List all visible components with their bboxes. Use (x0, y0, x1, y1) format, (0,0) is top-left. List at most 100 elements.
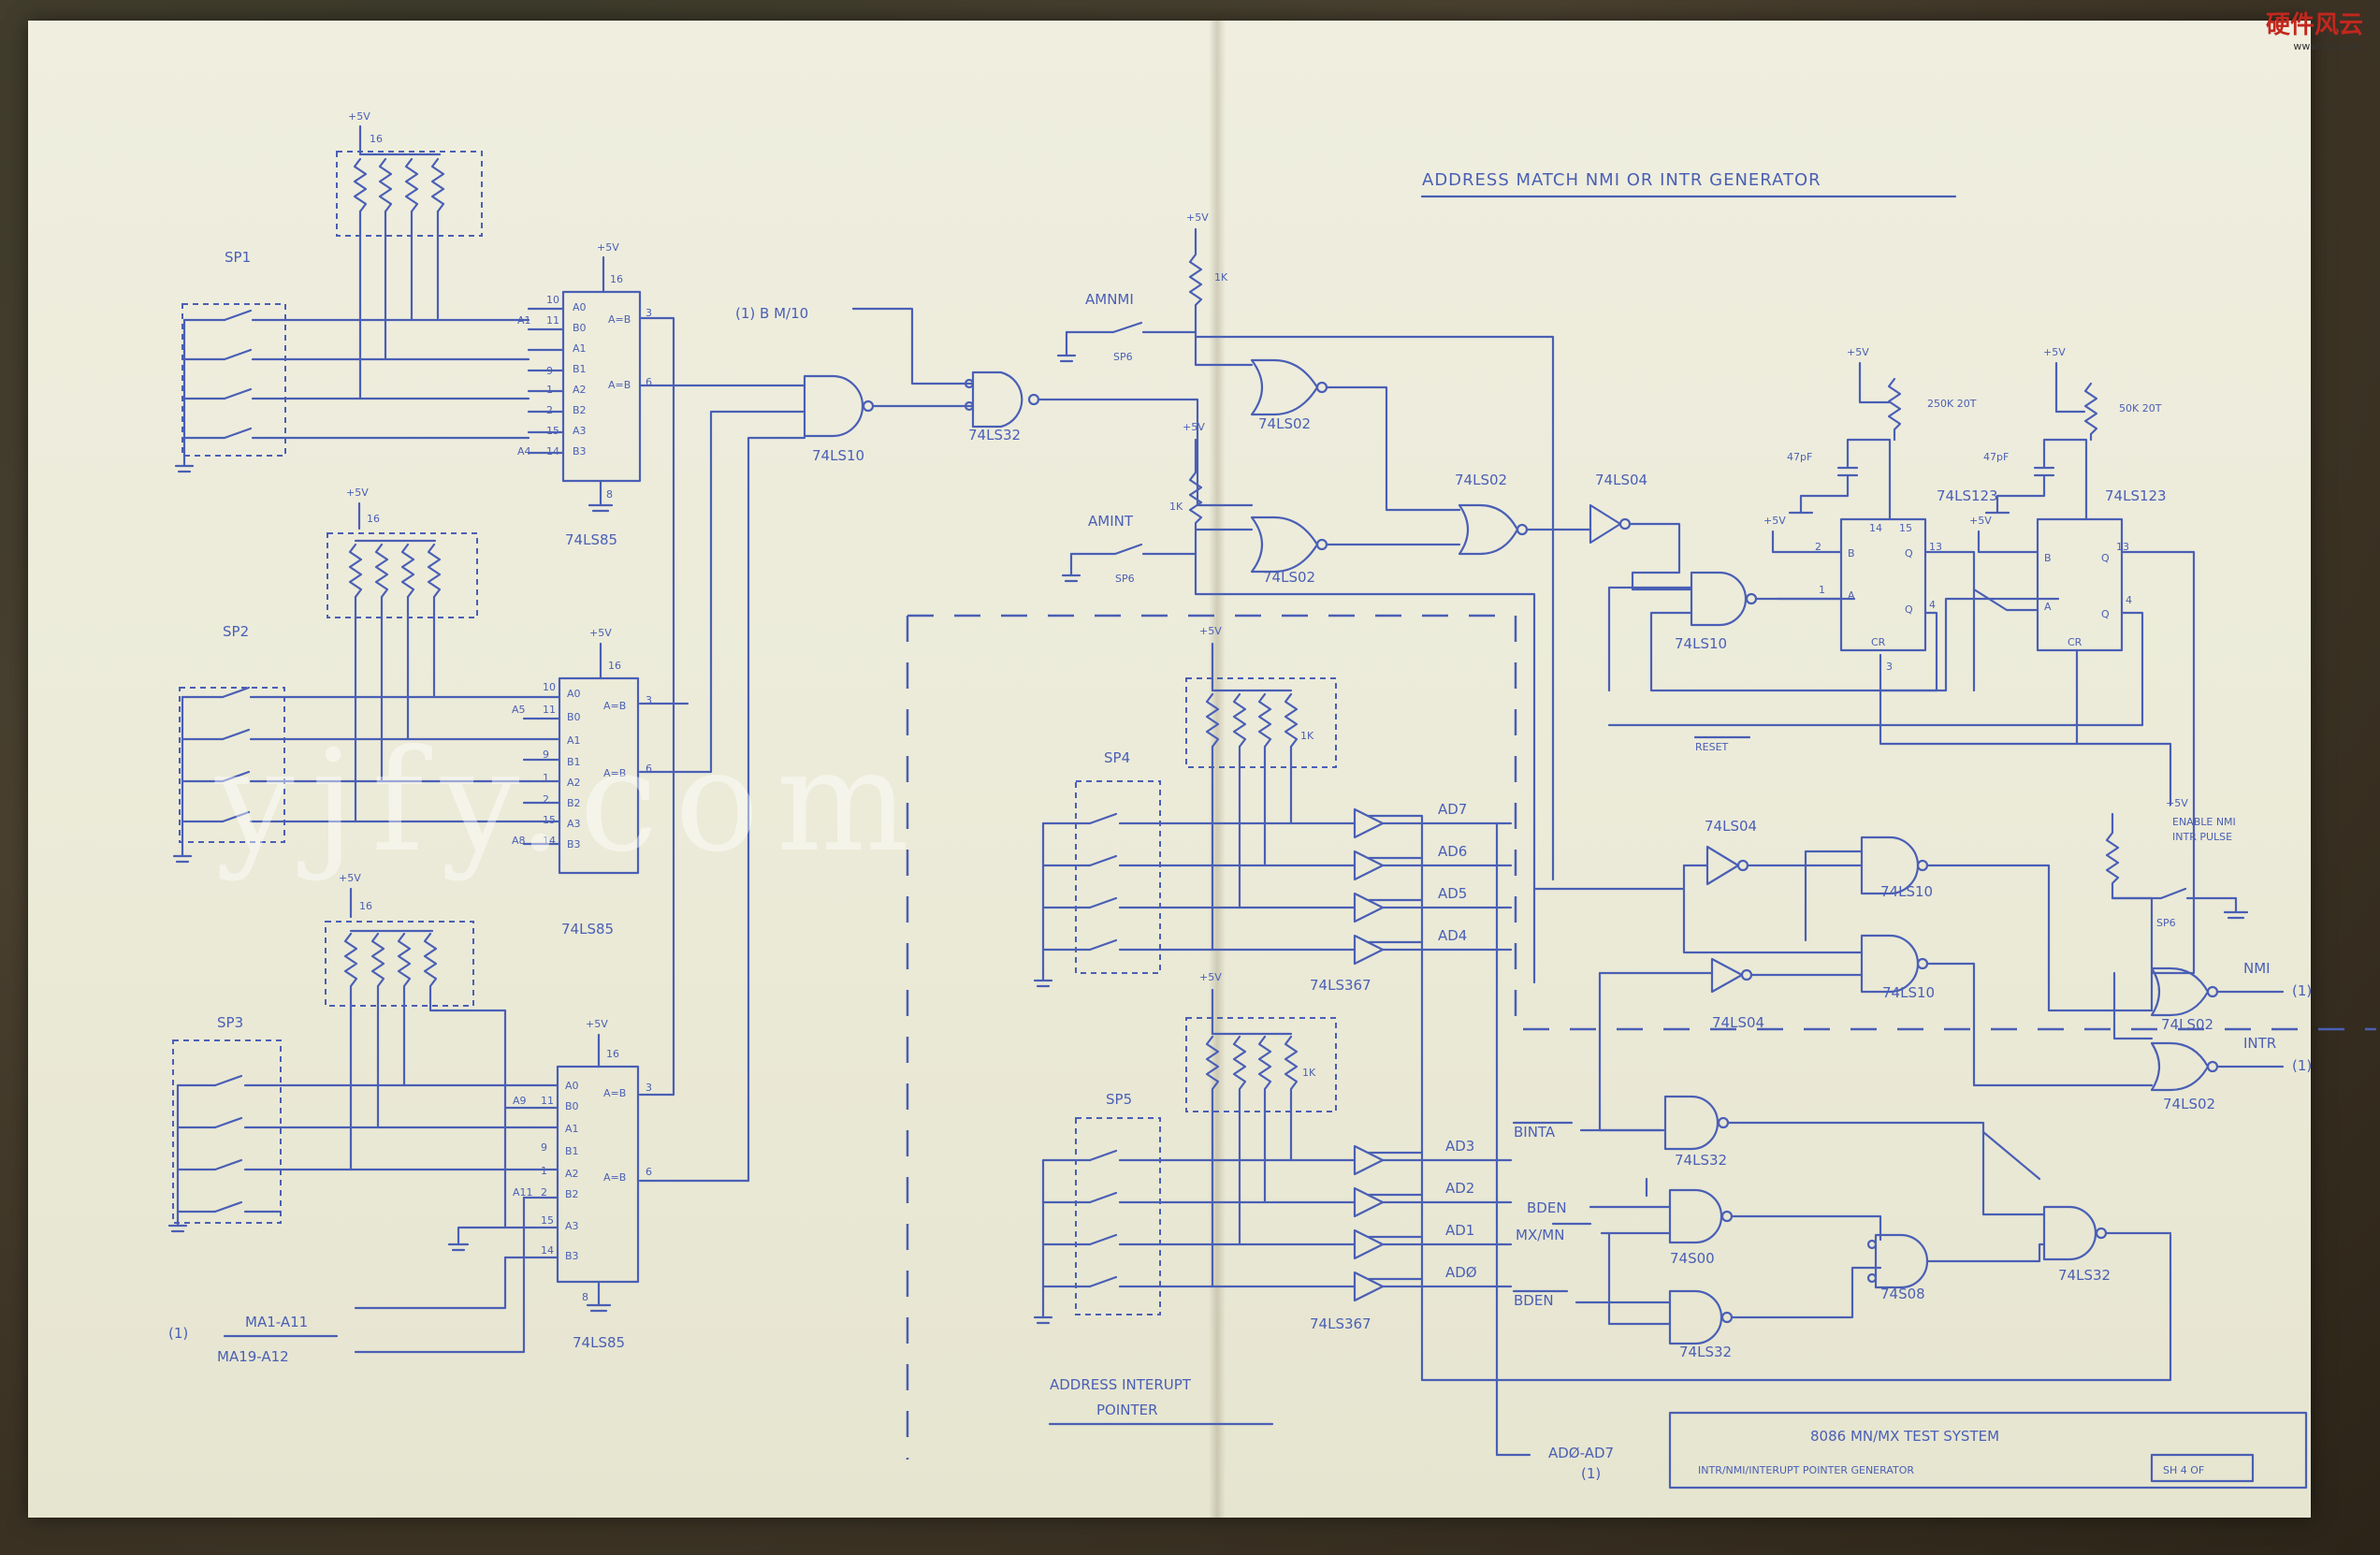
ls123-1-p3: 3 (1886, 661, 1893, 673)
ls123-2-timing-cap (1984, 438, 2088, 521)
intr-gate-label: 74LS02 (2163, 1096, 2215, 1112)
ls123-2-p4: 4 (2126, 594, 2132, 606)
amint-ground (1061, 552, 1081, 583)
intr-marker: (1) (2292, 1057, 2312, 1074)
sp2-resistors (348, 543, 442, 599)
ls85-3-p15: 15 (541, 1214, 554, 1227)
ls85-3-inputs (503, 1083, 559, 1259)
ls85-2-b0: B0 (567, 711, 581, 723)
ls85-3-a2: A2 (565, 1168, 579, 1180)
sp5-label: SP5 (1106, 1091, 1132, 1108)
sheet-title: ADDRESS MATCH NMI OR INTR GENERATOR (1422, 170, 1821, 190)
ls04-1-out (1628, 522, 1693, 591)
ls10-3-label: 74LS10 (1880, 883, 1933, 900)
ls367-bottom-enable (1367, 971, 2172, 1382)
sp3-pin16: 16 (359, 900, 372, 912)
ls85-1-a2: A2 (573, 384, 587, 396)
ls367-top-outputs (1381, 821, 1513, 952)
ls85-2-p3: 3 (646, 694, 652, 706)
ls10-4-bubble (1916, 957, 1929, 970)
ls123-2-label: 74LS123 (2105, 487, 2167, 504)
sp1-block: SP1 +5V 16 (174, 110, 530, 473)
bm10-wire (851, 307, 975, 385)
ls123-2-cap-label: 47pF (1983, 451, 2009, 463)
ls85-1-p6: 6 (646, 376, 652, 388)
ls04-1-label: 74LS04 (1595, 472, 1647, 488)
watermark-text: yjfy.com (215, 720, 926, 883)
enable-label: ENABLE NMI (2172, 816, 2236, 828)
nmi-gate-label: 74LS02 (2161, 1016, 2213, 1033)
sp2-pin16: 16 (367, 513, 380, 525)
ls10-2-feedback (1607, 586, 1693, 692)
schematic-sheet (28, 21, 2311, 1518)
ls04-2-tri (1705, 845, 1740, 886)
sp3-dip-switch (172, 1039, 282, 1224)
ls85-3-p11: 11 (541, 1095, 554, 1107)
sp2-resistor-pack (327, 532, 478, 618)
intr-nor (2150, 1041, 2210, 1092)
ls85-2-inputs (522, 695, 561, 846)
ls123-1-p4: 4 (1929, 599, 1936, 611)
ls85-1-aeqb: A=B (608, 313, 631, 326)
sp2-ground (172, 695, 193, 864)
ls02-b-bubble (1315, 538, 1328, 551)
ls123-2-timing-res (2054, 361, 2098, 442)
site-logo: 硬件风云 www.yjfy.com (2266, 6, 2363, 52)
ls85-1-p3: 3 (646, 307, 652, 319)
sheet-box (2150, 1453, 2255, 1483)
ls85-3-addr11: A11 (513, 1186, 533, 1199)
ls04-3-bubble (1740, 968, 1753, 981)
sp1-resistor-pack (336, 151, 483, 237)
ls00-bubble (1720, 1210, 1734, 1223)
enable-vcc: +5V (2166, 797, 2188, 809)
comparator-outputs (638, 316, 806, 1183)
ls10-4-gate (1860, 934, 1920, 994)
ls00-nand (1668, 1188, 1723, 1244)
ls02-b-gate (1250, 516, 1319, 574)
ls85-3-p2: 2 (541, 1186, 547, 1199)
ls123-2-qbar: Q (2101, 608, 2110, 620)
ls85-1-a1: A1 (573, 342, 587, 355)
amint-switch: AMINT SP6 +5V 1K (1061, 421, 1536, 984)
ls32-2-bubble (1720, 1311, 1734, 1324)
sp2-vcc: +5V (346, 487, 369, 499)
mxmn-label: MX/MN (1516, 1227, 1564, 1243)
ls85-1-p14: 14 (546, 445, 559, 458)
ls123-2-wires (1607, 530, 2196, 928)
ad0-label: ADØ (1445, 1264, 1477, 1281)
intr-bubble (2206, 1060, 2219, 1073)
ls04-inverter-1: 74LS04 (1589, 472, 1693, 591)
sp1-vcc-label: +5V (348, 110, 370, 123)
ls123-1-q: Q (1905, 547, 1913, 560)
ls10-1-nand (803, 374, 864, 438)
reset-bus (1879, 653, 2172, 807)
ls10-4-label: 74LS10 (1882, 984, 1935, 1001)
ls85-3-a0: A0 (565, 1080, 579, 1092)
sp2-block: SP2 +5V 16 (172, 487, 530, 864)
ls85-2-a1: A1 (567, 734, 581, 747)
sp3-label: SP3 (217, 1014, 243, 1031)
ls85-2-p2: 2 (543, 793, 549, 806)
ls85-1: +5V 16 A0 B0 A1 B1 A2 B2 A3 B3 A=B A=B 1… (517, 241, 652, 548)
amnmi-contacts (1065, 321, 1197, 334)
ls85-3-p6: 6 (646, 1166, 652, 1178)
sp4-1k: 1K (1300, 730, 1314, 742)
ma-input-marker: (1) (168, 1325, 188, 1342)
amnmi-pullup (1188, 227, 1254, 367)
amnmi-ground (1056, 330, 1077, 363)
ls85-3-p3: 3 (646, 1082, 652, 1094)
sp4-switch-lines (1041, 821, 1357, 952)
ls85-2-aeqb2: A=B (603, 767, 626, 779)
ls10-gate-1: 74LS10 (803, 374, 975, 464)
amnmi-vcc: +5V (1186, 211, 1209, 224)
ls85-3: +5V 16 A0 B0 A1 B1 A2 B2 A3 B3 A=B A=B A… (447, 1009, 652, 1351)
ad3-label: AD3 (1445, 1138, 1474, 1155)
amint-sp6: SP6 (1115, 573, 1135, 585)
amint-label: AMINT (1088, 513, 1134, 530)
ls85-1-b3: B3 (573, 445, 587, 458)
sp5-ground (1033, 1158, 1053, 1325)
ls85-2-b3: B3 (567, 838, 581, 850)
enable-sp6: SP6 (2156, 917, 2176, 929)
title-block: 8086 MN/MX TEST SYSTEM INTR/NMI/INTERUPT… (1668, 1411, 2308, 1490)
sp2-switch-lines (181, 695, 530, 823)
